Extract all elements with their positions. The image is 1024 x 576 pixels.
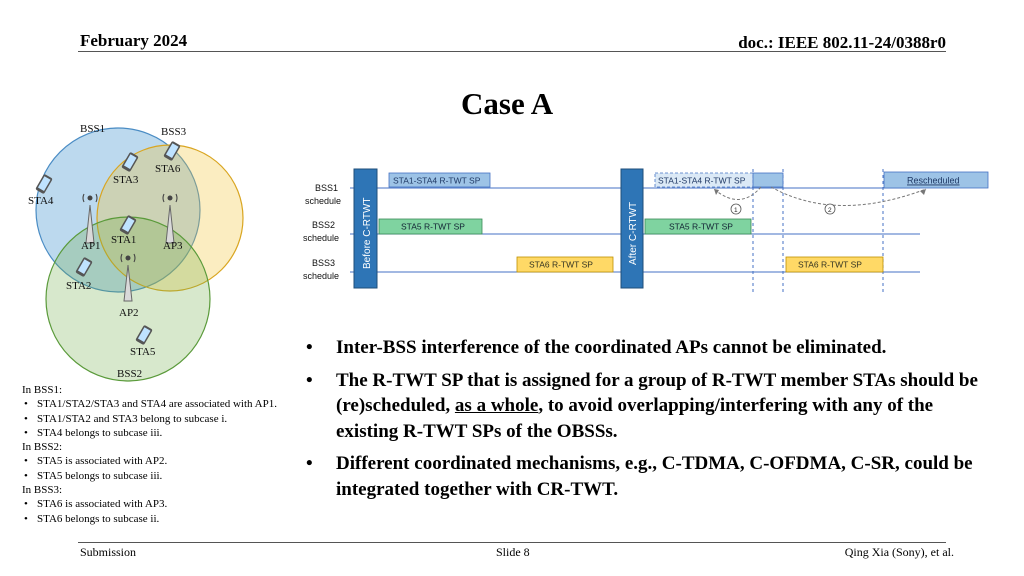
note-marker: • [24,412,28,425]
before-sta1-4-block [388,172,491,188]
note-text: STA1/STA2/STA3 and STA4 are associated w… [37,398,277,411]
bullet-2-pre: The R-TWT SP that is assigned for a grou… [336,369,978,417]
header-date: February 2024 [80,31,188,50]
footer-rule [78,542,946,543]
after-sta6-block [785,256,884,273]
after-sta1-4-text: STA1-STA4 R-TWT SP [658,176,746,186]
note-item: • STA5 is associated with AP2. [22,454,282,468]
note-marker: • [24,498,28,511]
notes-bss2-heading: In BSS2: [22,441,63,454]
note-item: • STA4 belongs to subcase iii. [22,426,282,440]
bss1-schedule-label-2: schedule [305,196,341,206]
before-crtwt-marker [353,168,378,289]
note-marker: • [24,455,28,468]
sta2-phone-icon [75,257,93,277]
footer-submission: Submission [80,545,137,559]
reschedule-arrow-2 [770,186,927,206]
note-text: STA6 is associated with AP3. [37,498,168,511]
main-bullet-list: • Inter-BSS interference of the coordina… [306,335,986,509]
bullet-interference: • Inter-BSS interference of the coordina… [306,335,986,361]
note-text: STA6 belongs to subcase ii. [37,512,160,525]
note-text: STA5 is associated with AP2. [37,455,168,468]
bullet-marker: • [306,337,313,358]
bss3-schedule-label-1: BSS3 [312,258,335,268]
bss3-label: BSS3 [161,126,187,138]
sta1-phone-icon [119,215,137,235]
bss3-schedule-label-2: schedule [303,271,339,281]
bss2-schedule-label-2: schedule [303,233,339,243]
ap2-label: AP2 [119,307,139,319]
slide-title: Case A [461,86,554,121]
bullet-3-text: Different coordinated mechanisms, e.g., … [336,453,973,500]
after-sta6-text: STA6 R-TWT SP [798,260,862,270]
sta5-phone-icon [135,325,153,345]
step-1-text: 1 [734,207,738,214]
rescheduled-text: Rescheduled [907,176,960,186]
note-marker: • [24,426,28,439]
bullet-reschedule: • The R-TWT SP that is assigned for a gr… [306,368,986,445]
after-overlap-block [752,172,784,188]
sta1-label: STA1 [111,234,136,246]
header-rule [78,51,946,52]
note-marker: • [24,398,28,411]
note-text: STA5 belongs to subcase iii. [37,469,163,482]
bullet-2-post: , to avoid overlapping/interfering with … [336,395,934,442]
before-sta1-4-text: STA1-STA4 R-TWT SP [393,176,481,186]
before-sta5-text: STA5 R-TWT SP [401,222,465,232]
sta6-phone-icon [163,141,181,161]
sta5-label: STA5 [130,346,156,358]
before-sta5-block [378,218,483,235]
footer-author: Qing Xia (Sony), et al. [844,545,954,559]
bullet-marker: • [306,453,313,474]
note-text: STA4 belongs to subcase iii. [37,426,163,439]
before-sta6-text: STA6 R-TWT SP [529,260,593,270]
note-item: • STA1/STA2 and STA3 belong to subcase i. [22,412,282,426]
association-notes: In BSS1: • STA1/STA2/STA3 and STA4 are as… [22,383,282,526]
sta2-label: STA2 [66,280,91,292]
sta3-label: STA3 [113,174,139,186]
reschedule-arrow-1 [713,186,762,200]
after-crtwt-marker [620,168,644,289]
note-item: • STA5 belongs to subcase iii. [22,469,282,483]
step-2-text: 2 [828,207,832,214]
sta4-label: STA4 [28,195,54,207]
sta6-label: STA6 [155,163,181,175]
sta4-phone-icon [35,174,53,194]
after-sta5-block [644,218,752,235]
bss1-schedule-label-1: BSS1 [315,183,338,193]
ap1-antenna-icon [82,193,98,244]
rescheduled-block [883,171,989,189]
note-text: STA1/STA2 and STA3 belong to subcase i. [37,412,228,425]
bullet-marker: • [306,369,313,391]
note-marker: • [24,469,28,482]
notes-bss3-heading: In BSS3: [22,484,63,497]
footer-slide-number: Slide 8 [496,545,530,559]
note-item: • STA6 is associated with AP3. [22,497,282,511]
step-2-badge [824,203,836,215]
header-doc-id: doc.: IEEE 802.11-24/0388r0 [738,33,946,52]
note-item: • STA6 belongs to subcase ii. [22,512,282,526]
bullet-1-text: Inter-BSS interference of the coordinate… [336,337,887,358]
note-item: • STA1/STA2/STA3 and STA4 are associated … [22,397,282,411]
bss1-label: BSS1 [80,123,105,135]
ap3-antenna-icon [162,193,178,244]
notes-bss1-heading: In BSS1: [22,384,63,396]
bullet-mechanisms: • Different coordinated mechanisms, e.g.… [306,451,986,502]
note-marker: • [24,512,28,525]
rtwt-schedule-timeline: BSS1 schedule BSS2 schedule BSS3 schedul… [303,168,989,293]
sta3-phone-icon [121,152,139,172]
after-crtwt-label: After C-RTWT [628,202,639,265]
bullet-2-underline: as a whole [454,395,539,416]
before-sta6-block [516,256,614,273]
step-1-badge [730,203,742,215]
bss2-schedule-label-1: BSS2 [312,220,335,230]
ap1-label: AP1 [81,240,101,252]
bss2-label: BSS2 [117,368,142,380]
bss1-coverage [35,127,201,293]
bss-network-diagram: BSS1 BSS3 BSS2 AP1 AP3 AP2 STA6 STA3 STA… [28,123,244,382]
after-sta5-text: STA5 R-TWT SP [669,222,733,232]
ap3-label: AP3 [163,240,183,252]
ap2-antenna-icon [120,253,136,302]
before-crtwt-label: Before C-RTWT [362,198,373,270]
